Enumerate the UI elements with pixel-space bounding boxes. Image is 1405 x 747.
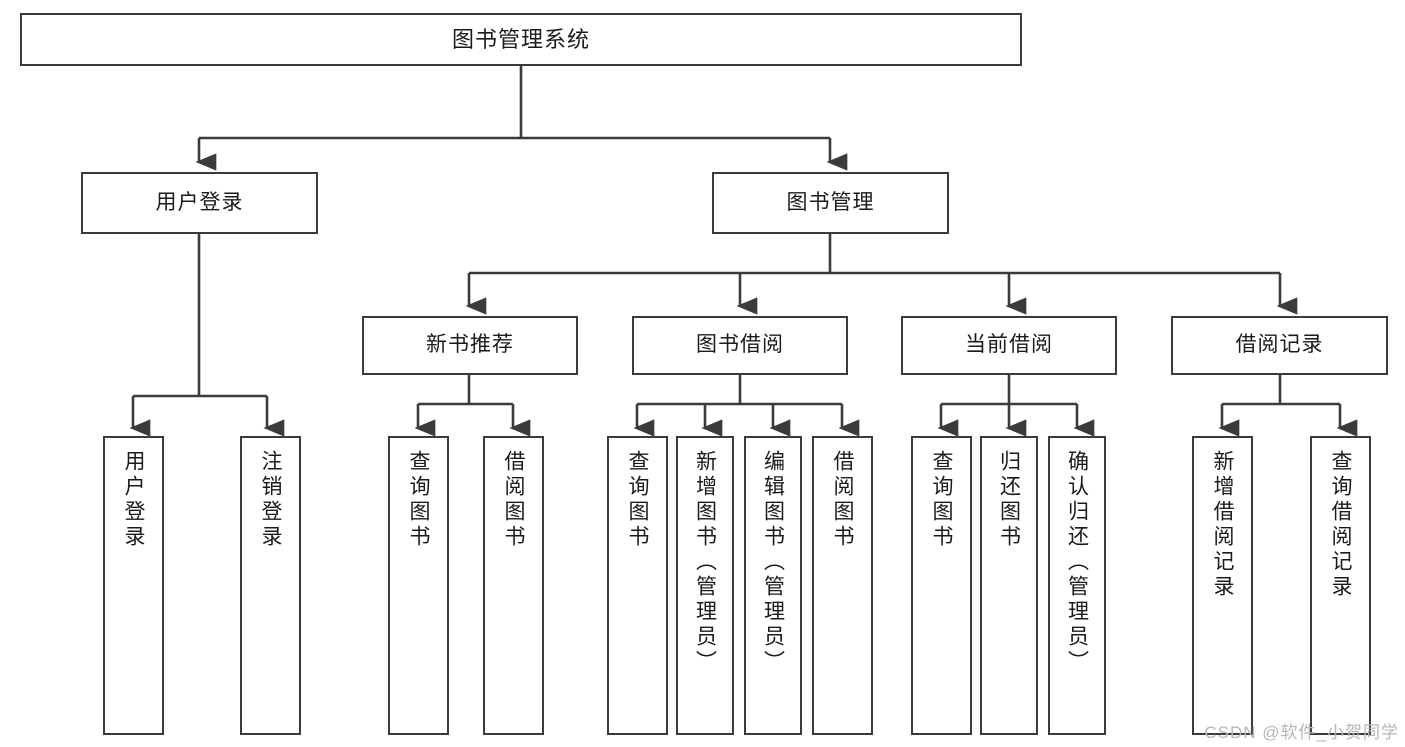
node-book-manage[interactable]: 图书管理 <box>712 172 949 234</box>
leaf-edit-book-admin[interactable]: 编辑图书（管理员） <box>744 436 802 735</box>
node-label: 用户登录 <box>122 450 145 550</box>
leaf-add-book-admin[interactable]: 新增图书（管理员） <box>676 436 734 735</box>
node-label: 图书借阅 <box>696 333 784 357</box>
leaf-logout[interactable]: 注销登录 <box>240 436 301 735</box>
node-root-system[interactable]: 图书管理系统 <box>20 13 1022 66</box>
leaf-confirm-return-admin[interactable]: 确认归还（管理员） <box>1048 436 1106 735</box>
leaf-query-book-current[interactable]: 查询图书 <box>911 436 972 735</box>
node-new-book-recommend[interactable]: 新书推荐 <box>362 316 578 375</box>
node-book-borrow[interactable]: 图书借阅 <box>632 316 848 375</box>
node-label: 图书管理系统 <box>451 26 590 52</box>
node-label: 借阅记录 <box>1235 333 1324 357</box>
node-label: 确认归还（管理员） <box>1065 450 1089 675</box>
node-label: 借阅图书 <box>502 450 525 550</box>
leaf-query-borrow-record[interactable]: 查询借阅记录 <box>1310 436 1371 735</box>
node-label: 当前借阅 <box>965 333 1053 357</box>
node-label: 查询图书 <box>407 450 430 550</box>
leaf-borrow-book[interactable]: 借阅图书 <box>812 436 873 735</box>
leaf-query-book-borrow[interactable]: 查询图书 <box>607 436 668 735</box>
node-user-login[interactable]: 用户登录 <box>81 172 318 234</box>
leaf-add-borrow-record[interactable]: 新增借阅记录 <box>1192 436 1253 735</box>
node-label: 借阅图书 <box>831 450 854 550</box>
csdn-watermark: CSDN @软件_小贺同学 <box>1204 723 1399 742</box>
node-label: 查询图书 <box>930 450 953 550</box>
node-label: 归还图书 <box>997 450 1021 550</box>
leaf-user-login[interactable]: 用户登录 <box>103 436 164 735</box>
leaf-return-book[interactable]: 归还图书 <box>980 436 1038 735</box>
node-current-borrow[interactable]: 当前借阅 <box>901 316 1117 375</box>
node-label: 查询借阅记录 <box>1329 450 1352 600</box>
leaf-borrow-book-recommend[interactable]: 借阅图书 <box>483 436 544 735</box>
node-label: 编辑图书（管理员） <box>761 450 785 675</box>
node-borrow-record[interactable]: 借阅记录 <box>1171 316 1388 375</box>
node-label: 图书管理 <box>786 190 875 214</box>
node-label: 用户登录 <box>155 190 244 214</box>
node-label: 注销登录 <box>259 450 282 550</box>
leaf-query-book-recommend[interactable]: 查询图书 <box>388 436 449 735</box>
node-label: 新书推荐 <box>426 333 514 357</box>
node-label: 查询图书 <box>626 450 649 550</box>
node-label: 新增图书（管理员） <box>693 450 717 675</box>
node-label: 新增借阅记录 <box>1211 450 1234 600</box>
